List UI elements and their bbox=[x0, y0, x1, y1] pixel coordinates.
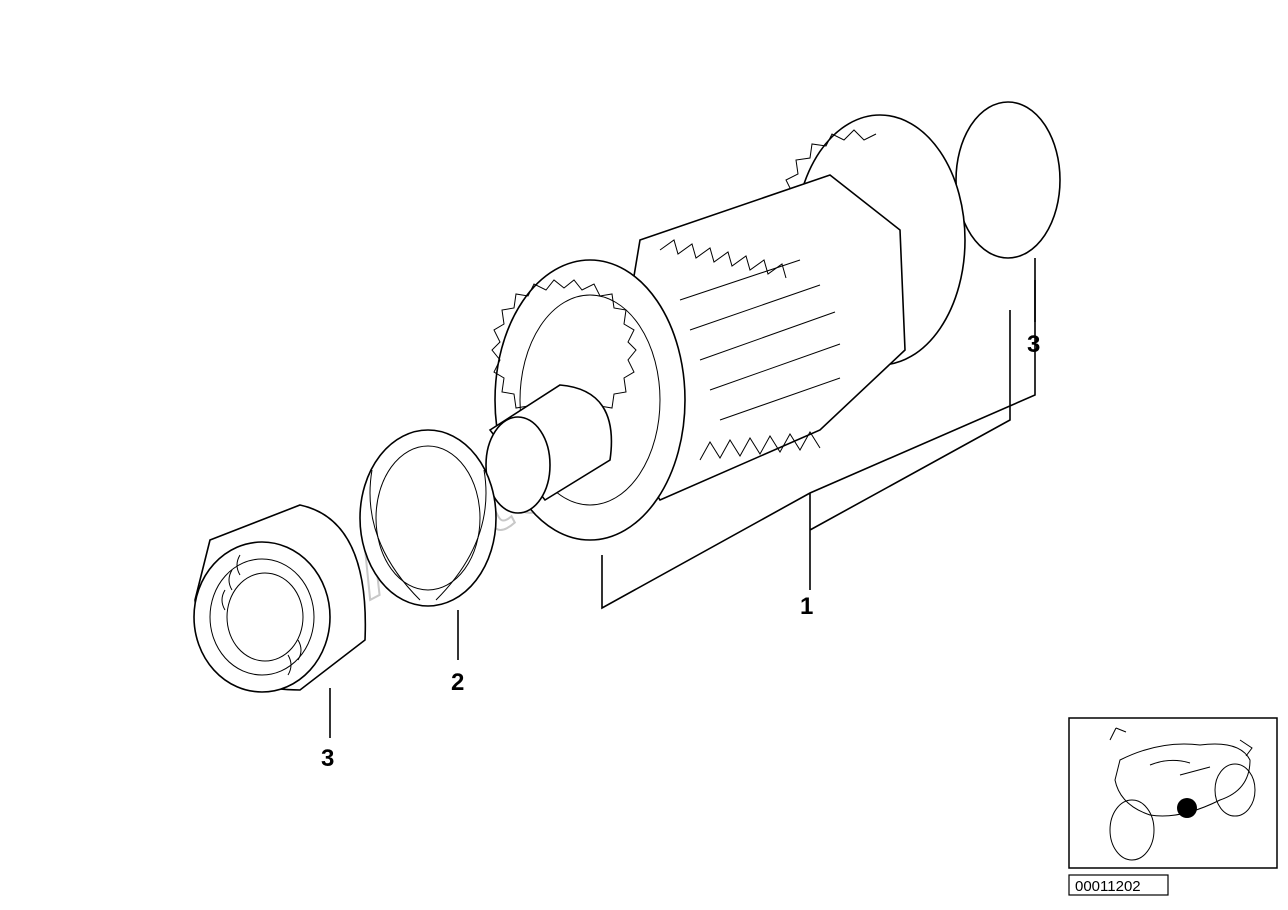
gear-cluster-part-1[interactable] bbox=[485, 101, 1061, 541]
shaft-stub bbox=[485, 384, 613, 514]
locator-thumbnail bbox=[1068, 717, 1278, 869]
callout-3-left: 3 bbox=[321, 745, 334, 772]
spacer-ring-part-2[interactable] bbox=[359, 429, 497, 607]
callout-3-right: 3 bbox=[1027, 331, 1040, 358]
motorcycle-icon bbox=[1109, 727, 1256, 861]
leader-line-1 bbox=[601, 280, 1036, 610]
reference-number: 00011202 bbox=[1075, 878, 1141, 895]
callout-1: 1 bbox=[800, 593, 813, 620]
roller-bearing-left-part-3[interactable] bbox=[193, 504, 367, 693]
location-marker bbox=[1177, 798, 1197, 818]
reference-number-box: 00011202 bbox=[1068, 874, 1169, 896]
callout-2: 2 bbox=[451, 669, 464, 696]
